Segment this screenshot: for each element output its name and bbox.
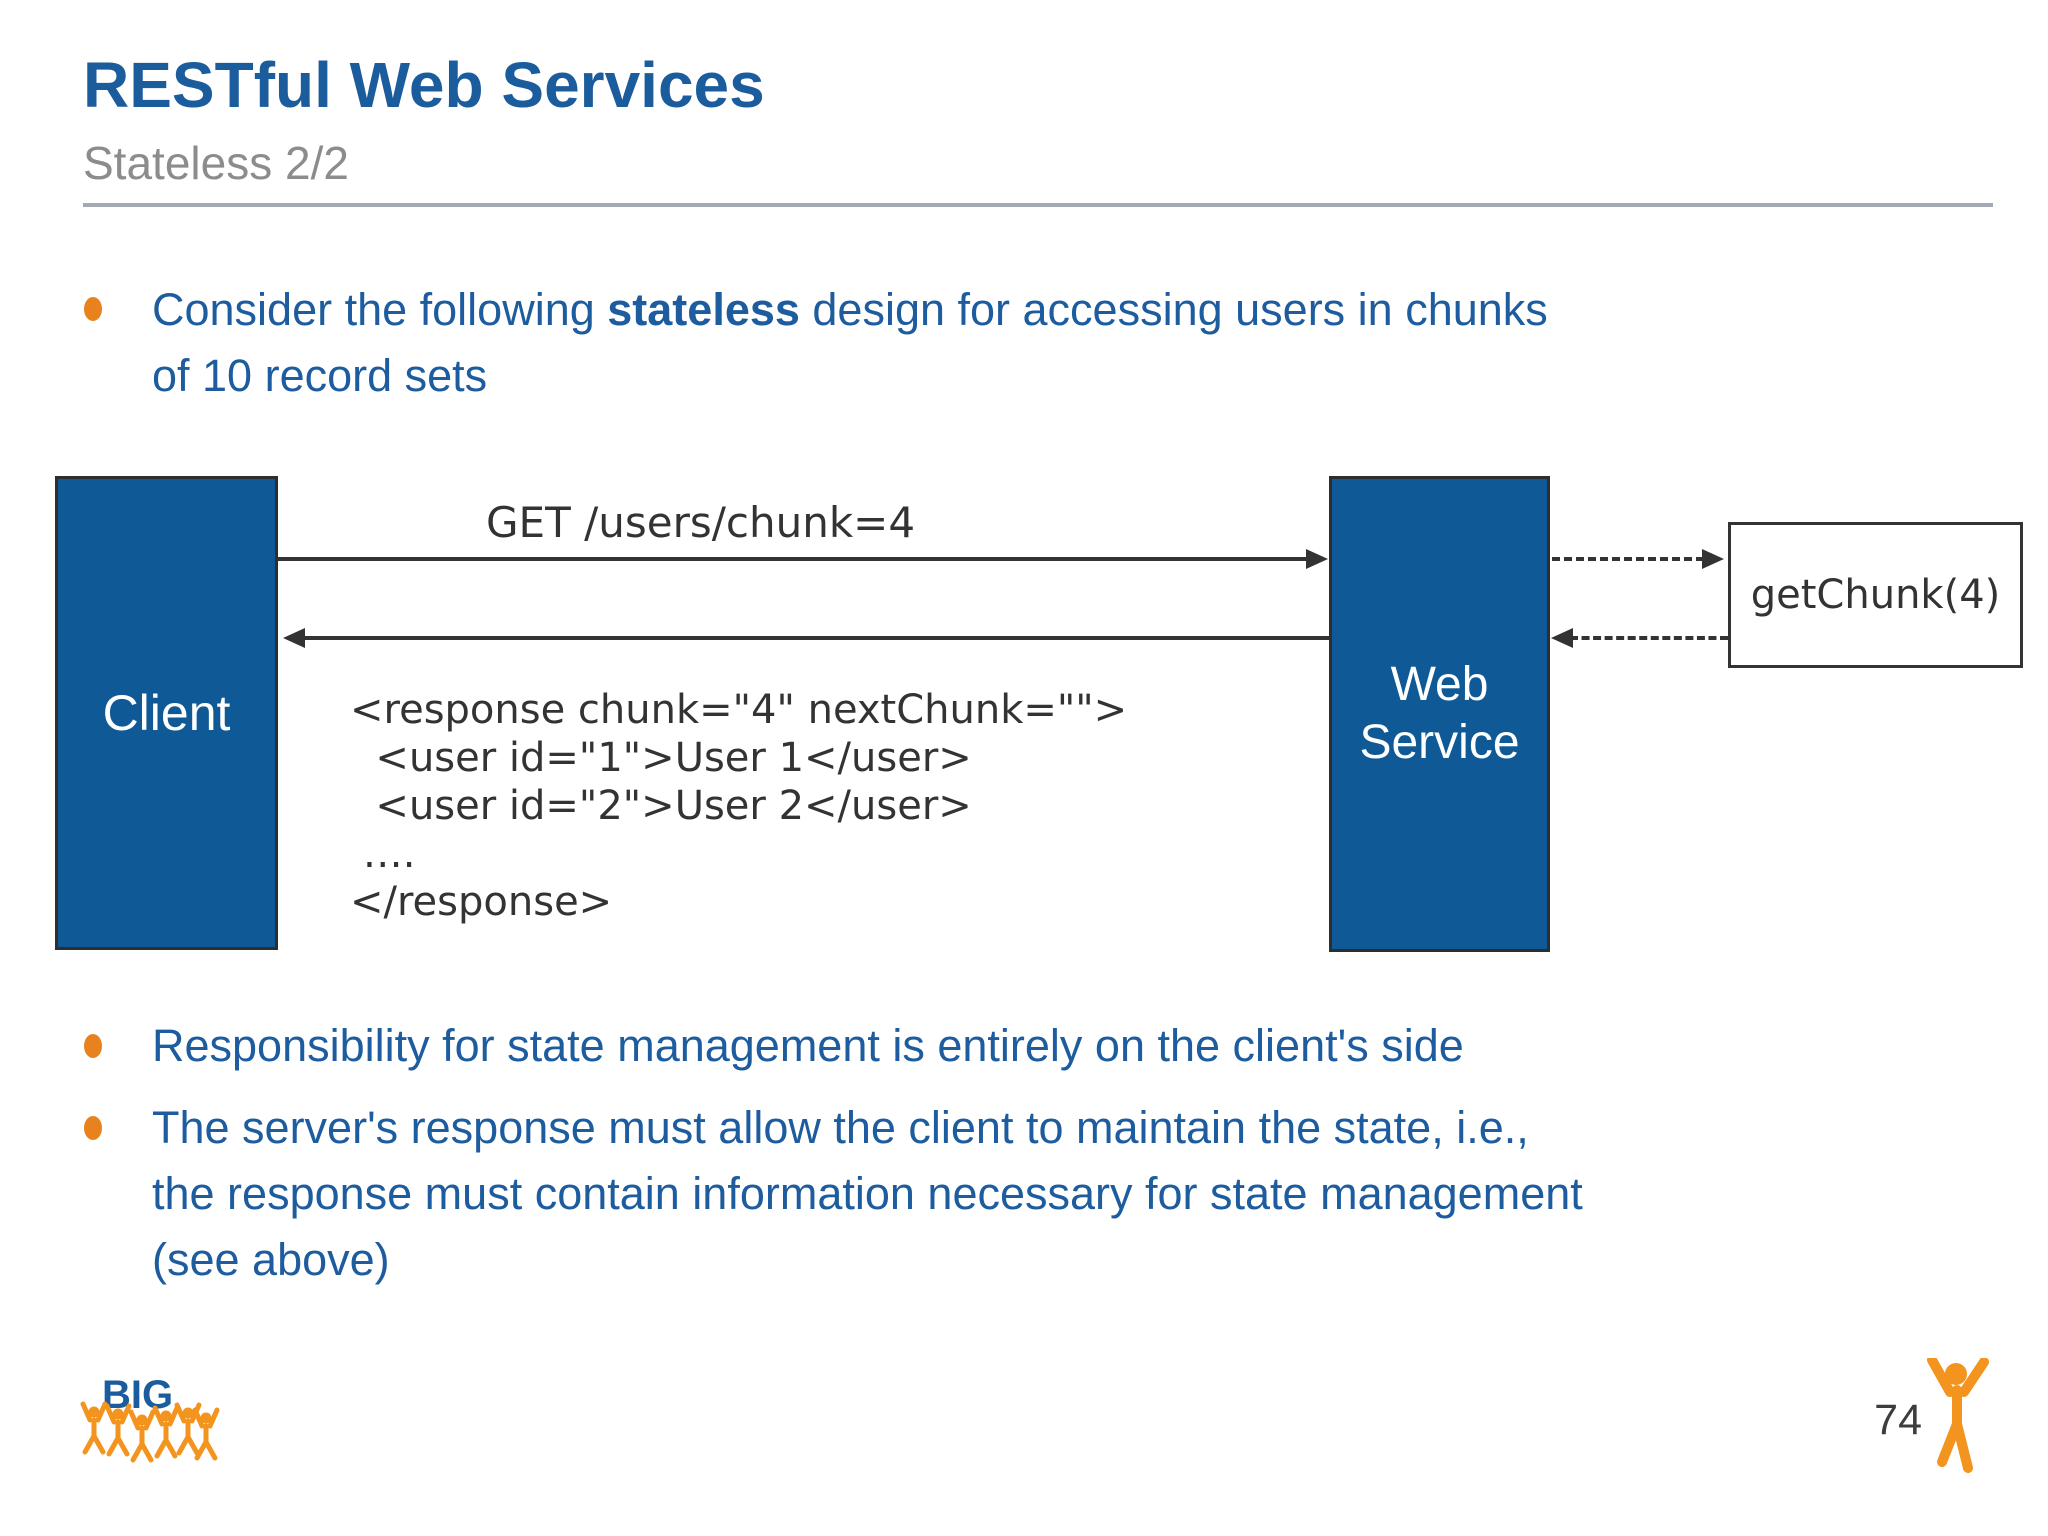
bullet-marker [84,297,102,321]
internal-call-arrow-line [1552,557,1704,561]
client-box: Client [55,476,278,950]
jumping-figure-icon [1927,1358,1989,1473]
internal-call-arrowhead-icon [1702,549,1724,569]
big-logo: BIG [80,1373,220,1463]
request-label: GET /users/chunk=4 [486,498,916,547]
big-logo-text: BIG [102,1373,173,1417]
bullet-server-response: The server's response must allow the cli… [152,1102,1583,1285]
bullet-marker [84,1116,102,1140]
page-title: RESTful Web Services [83,49,765,121]
bullet-intro-bold-word: stateless [607,284,800,335]
header-separator [83,203,1993,207]
request-arrow-line [278,557,1310,561]
bullet-intro: Consider the following stateless design … [152,277,1952,409]
bullet-state-responsibility: Responsibility for state management is e… [152,1020,1464,1071]
big-logo-figures-icon [80,1401,220,1463]
getchunk-box: getChunk(4) [1728,522,2023,668]
web-service-box: Web Service [1329,476,1550,952]
internal-return-arrowhead-icon [1551,628,1573,648]
bullet-intro-suffix: design for accessing users in chunks of … [152,284,1548,401]
response-arrow-line [301,636,1329,640]
response-xml: <response chunk="4" nextChunk=""> <user … [350,687,1128,925]
client-label: Client [102,685,231,741]
request-arrowhead-icon [1306,549,1328,569]
web-service-label: Web Service [1359,658,1520,769]
page-subtitle: Stateless 2/2 [83,137,349,189]
response-arrowhead-icon [283,628,305,648]
page-number: 74 [1874,1396,1922,1444]
bullet-marker [84,1034,102,1058]
getchunk-label: getChunk(4) [1750,572,2001,618]
internal-return-arrow-line [1570,636,1728,640]
bullet-intro-prefix: Consider the following [152,284,608,335]
